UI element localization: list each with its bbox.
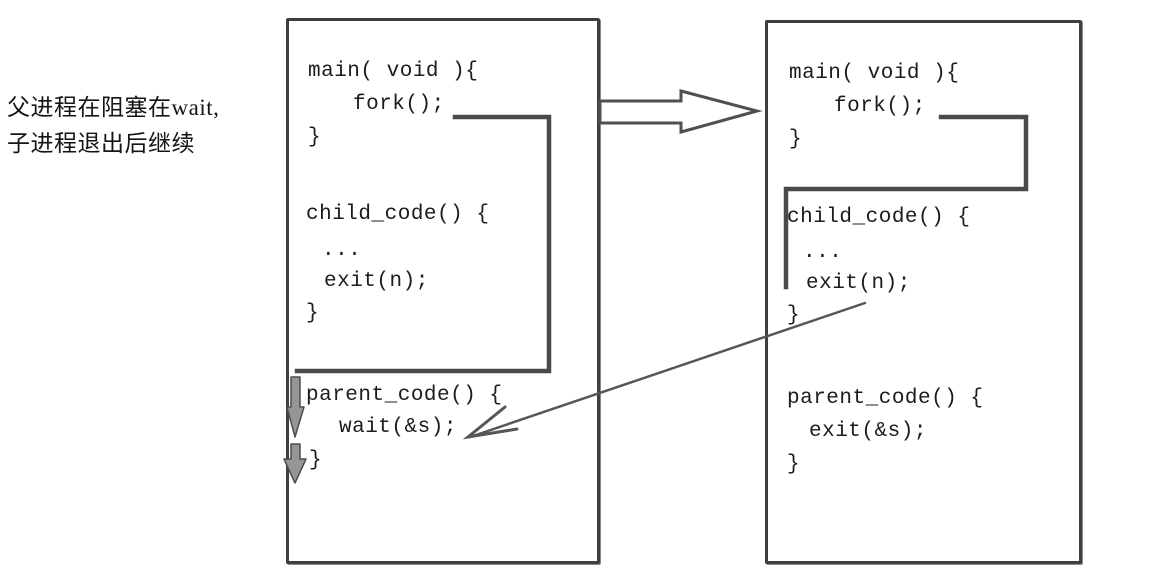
child-process-box (765, 20, 1082, 564)
right-code-fork: fork(); (834, 95, 926, 118)
right-code-childcode: child_code() { (787, 206, 971, 229)
left-code-wait: wait(&s); (339, 416, 457, 439)
right-code-parentcode: parent_code() { (787, 387, 984, 410)
left-code-main-close: } (308, 126, 322, 149)
left-code-parentcode: parent_code() { (306, 384, 503, 407)
left-code-main: main( void ){ (308, 60, 479, 83)
right-code-exit-n: exit(n); (806, 272, 911, 295)
right-code-exit-s: exit(&s); (809, 420, 927, 443)
left-code-ellipsis: ... (322, 239, 362, 262)
right-code-main-close: } (789, 128, 803, 151)
left-code-exit-n: exit(n); (324, 270, 429, 293)
big-right-arrow-icon (598, 89, 763, 134)
left-code-parent-close: } (309, 449, 323, 472)
annotation-line-1: 父进程在阻塞在wait, (7, 95, 220, 120)
right-code-ellipsis: ... (803, 241, 843, 264)
left-code-child-close: } (306, 302, 320, 325)
left-code-fork: fork(); (353, 93, 445, 116)
annotation-line-2: 子进程退出后继续 (7, 131, 195, 156)
right-code-child-close: } (787, 304, 801, 327)
left-code-childcode: child_code() { (306, 203, 490, 226)
right-code-main: main( void ){ (789, 62, 960, 85)
right-code-parent-close: } (787, 453, 801, 476)
